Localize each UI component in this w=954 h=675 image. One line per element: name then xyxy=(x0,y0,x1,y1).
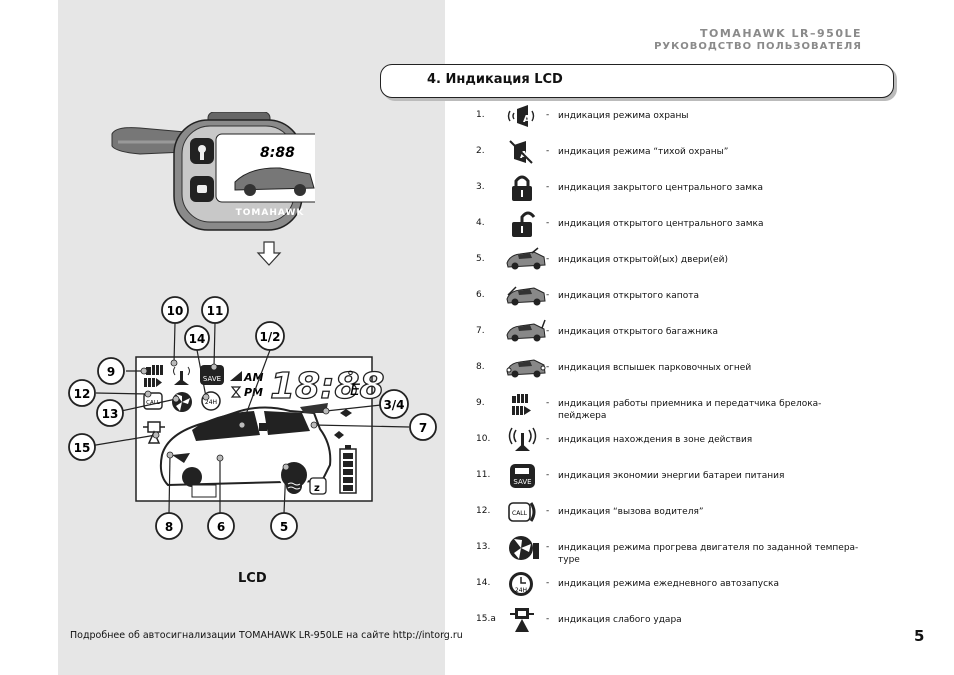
header-model: TOMAHAWK LR–950LE xyxy=(700,27,862,40)
svg-text:11: 11 xyxy=(207,304,224,318)
lock-closed-icon xyxy=(512,175,532,201)
fob-brand: TOMAHAWK xyxy=(236,208,305,218)
svg-text:5: 5 xyxy=(280,520,288,534)
list-item: 8. - индикация вспышек парковочных огней xyxy=(476,351,876,385)
lcd-sleep-icon: z xyxy=(309,477,327,495)
callout-11: 11 xyxy=(201,296,229,324)
callout-1-2: 1/2 xyxy=(255,321,285,351)
lcd-battery-icon xyxy=(339,445,357,494)
list-item: 6. - индикация открытого капота xyxy=(476,279,876,313)
svg-text:SAVE: SAVE xyxy=(513,478,531,486)
lcd-diagram: 18:88 ° E AM PM SAVE CALL 24H xyxy=(68,296,437,540)
svg-text:7: 7 xyxy=(419,421,427,435)
callout-dots xyxy=(140,359,330,471)
lcd-am: AM xyxy=(243,371,264,384)
list-item: 5. - индикация открытой(ых) двери(ей) xyxy=(476,243,876,277)
svg-text:CALL: CALL xyxy=(512,510,528,517)
svg-text:z: z xyxy=(314,483,320,494)
footer-note: Подробнее об автосигнализации TOMAHAWK L… xyxy=(70,630,463,641)
sound-a-icon: A xyxy=(507,105,535,127)
lcd-caption: LCD xyxy=(238,571,267,586)
svg-text:9: 9 xyxy=(107,365,115,379)
list-item: 4. - индикация открытого центрального за… xyxy=(476,207,876,241)
list-item: 2. A - индикация режима “тихой охраны” xyxy=(476,135,876,169)
svg-text:8: 8 xyxy=(165,520,173,534)
fob-display-time: 8:88 xyxy=(260,145,295,161)
fan-icon xyxy=(509,536,539,560)
list-item: 10. - индикация нахождения в зоне действ… xyxy=(476,423,876,457)
svg-text:3/4: 3/4 xyxy=(383,398,404,412)
lcd-open-lock-icon xyxy=(259,423,267,431)
key-fob-illustration: 8:88 TOMAHAWK xyxy=(111,112,315,231)
list-item: 9. - индикация работы приемника и переда… xyxy=(476,387,876,421)
callout-6: 6 xyxy=(207,512,235,540)
lcd-e: E xyxy=(350,380,361,399)
svg-text:1/2: 1/2 xyxy=(259,330,280,344)
callout-10: 10 xyxy=(161,296,189,324)
svg-text:15: 15 xyxy=(74,441,91,455)
silent-a-icon: A xyxy=(509,140,533,164)
list-item: 12. CALL - индикация “вызова водителя” xyxy=(476,495,876,529)
svg-text:12: 12 xyxy=(74,387,91,401)
transceiver-icon xyxy=(512,394,531,415)
callout-12: 12 xyxy=(68,379,96,407)
clock-24h-icon: 24H xyxy=(509,572,533,596)
lcd-water-temp-icon xyxy=(286,478,302,494)
svg-text:24H: 24H xyxy=(515,587,527,594)
lcd-save-icon: SAVE xyxy=(200,365,224,385)
callout-7: 7 xyxy=(409,413,437,441)
svg-text:A: A xyxy=(523,114,531,125)
callout-5: 5 xyxy=(270,512,298,540)
lcd-transceiver-icon xyxy=(144,365,163,387)
list-item: 3. - индикация закрытого центрального за… xyxy=(476,171,876,205)
list-item: 7. - индикация открытого багажника xyxy=(476,315,876,349)
battery-save-icon: SAVE xyxy=(510,464,535,488)
lcd-time: 18:88 xyxy=(270,366,385,407)
antenna-icon xyxy=(508,427,537,451)
lcd-arrow-icon xyxy=(230,371,242,381)
car-hood-icon xyxy=(506,286,546,306)
svg-text:SAVE: SAVE xyxy=(203,375,221,383)
svg-text:13: 13 xyxy=(102,407,119,421)
car-door-icon xyxy=(506,247,546,270)
document-header: TOMAHAWK LR–950LE РУКОВОДСТВО ПОЛЬЗОВАТЕ… xyxy=(654,27,862,53)
shock-sensor-icon xyxy=(510,608,534,632)
lcd-diamond-1 xyxy=(340,409,352,417)
svg-text:10: 10 xyxy=(167,304,184,318)
car-lights-icon xyxy=(506,359,546,378)
callout-9: 9 xyxy=(97,357,125,385)
lock-open-icon xyxy=(512,211,536,237)
callout-lines xyxy=(83,322,410,514)
header-manual: РУКОВОДСТВО ПОЛЬЗОВАТЕЛЯ xyxy=(654,41,862,52)
list-item: 15.а - индикация слабого удара xyxy=(476,603,876,637)
svg-text:CALL: CALL xyxy=(146,400,161,406)
svg-text:24H: 24H xyxy=(205,399,217,406)
callout-14: 14 xyxy=(184,325,210,351)
page-number: 5 xyxy=(914,627,925,645)
lcd-diamond-2 xyxy=(334,431,344,439)
section-title: 4. Индикация LCD xyxy=(427,72,563,87)
car-trunk-icon xyxy=(506,319,546,342)
lcd-antenna-icon xyxy=(173,366,190,385)
lcd-degree: ° xyxy=(347,369,354,385)
list-item: 1. A - индикация режима охраны xyxy=(476,99,876,133)
callout-8: 8 xyxy=(155,512,183,540)
list-item: 13. - индикация режима прогрева двигател… xyxy=(476,531,876,565)
section-title-box: 4. Индикация LCD xyxy=(380,64,894,98)
callout-13: 13 xyxy=(96,399,124,427)
svg-text:6: 6 xyxy=(217,520,225,534)
list-item: 11. SAVE - индикация экономии энергии ба… xyxy=(476,459,876,493)
svg-text:14: 14 xyxy=(189,332,206,346)
call-icon: CALL xyxy=(508,502,536,522)
callout-3-4: 3/4 xyxy=(379,389,409,419)
callout-15: 15 xyxy=(68,433,96,461)
list-item: 14. 24H - индикация режима ежедневного а… xyxy=(476,567,876,601)
lcd-brake-icon xyxy=(191,484,217,498)
down-arrow-icon xyxy=(256,241,282,266)
lcd-hourglass-icon xyxy=(230,386,242,398)
